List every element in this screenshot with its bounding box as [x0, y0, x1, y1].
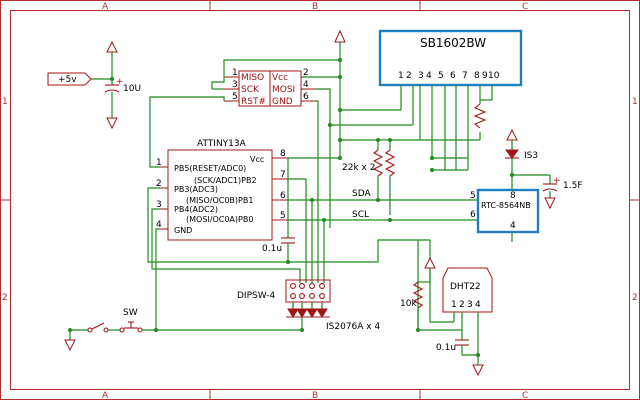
sda-label: SDA: [352, 189, 371, 199]
svg-text:2: 2: [156, 179, 162, 189]
switch-label: SW: [123, 308, 138, 318]
rtc-module: RTC-8564NB 8 5 6 4: [470, 174, 550, 242]
svg-text:MOSI: MOSI: [272, 85, 295, 95]
svg-text:2: 2: [459, 300, 465, 310]
col-label-b: B: [312, 2, 318, 12]
svg-text:7: 7: [462, 71, 468, 81]
row-label-1-right: 1: [632, 97, 638, 107]
svg-text:10: 10: [488, 71, 500, 81]
svg-text:(MISO/OC0B)PB1: (MISO/OC0B)PB1: [186, 196, 253, 205]
row-label-2: 2: [2, 293, 8, 303]
power-label: +5v: [58, 75, 77, 85]
diode-is3-label: IS3: [524, 151, 538, 161]
col-label-c-bottom: C: [522, 391, 528, 400]
power-input: +5v: [47, 72, 114, 86]
pullup-resistors: 22k x 2: [342, 138, 396, 215]
col-label-b-bottom: B: [312, 391, 318, 400]
svg-text:3: 3: [156, 200, 162, 210]
capacitor-10u: + 10U: [104, 40, 141, 130]
svg-text:5: 5: [280, 211, 286, 221]
svg-text:PB4(ADC2): PB4(ADC2): [174, 205, 218, 214]
isp-header: MISO SCK RST# Vcc MOSI GND 1 3 5 2 4 6: [224, 68, 316, 107]
svg-text:1: 1: [398, 71, 404, 81]
svg-text:1: 1: [156, 158, 162, 168]
mcu-attiny13a: ATTINY13A PB5(RESET/ADC0) (SCK/ADC1)PB2 …: [156, 139, 288, 241]
push-switch: SW: [64, 308, 302, 352]
svg-text:(SCK/ADC1)PB2: (SCK/ADC1)PB2: [194, 176, 257, 185]
dht22-sensor: DHT22 1 2 3 4: [417, 240, 493, 360]
svg-text:3: 3: [467, 300, 473, 310]
svg-text:3: 3: [418, 71, 424, 81]
svg-text:5: 5: [470, 191, 476, 201]
dht-name: DHT22: [450, 282, 481, 292]
svg-text:GND: GND: [174, 226, 192, 235]
col-label-c: C: [522, 2, 528, 12]
svg-text:+: +: [553, 176, 561, 186]
svg-text:2: 2: [303, 68, 309, 78]
lcd-module: SB1602BW 1 2 3 4 5 6 7 8 9 10: [378, 29, 523, 87]
svg-text:Vcc: Vcc: [272, 73, 288, 83]
svg-text:8: 8: [474, 71, 480, 81]
dipsw-label: DIPSW-4: [237, 291, 276, 301]
svg-text:PB3(ADC3): PB3(ADC3): [174, 185, 218, 194]
cap-rtc-label: 1.5F: [563, 181, 583, 191]
svg-text:6: 6: [303, 92, 309, 102]
svg-text:RST#: RST#: [241, 97, 266, 107]
svg-text:7: 7: [280, 170, 286, 180]
dht-res-label: 10k: [400, 299, 417, 309]
dht-pullup: 10k: [400, 256, 436, 332]
svg-text:4: 4: [426, 71, 432, 81]
svg-text:6: 6: [450, 71, 456, 81]
svg-text:4: 4: [510, 221, 516, 231]
svg-text:8: 8: [280, 149, 286, 159]
svg-text:1: 1: [451, 300, 457, 310]
svg-text:4: 4: [303, 80, 309, 90]
svg-text:5: 5: [438, 71, 444, 81]
svg-text:2: 2: [406, 71, 412, 81]
svg-text:MISO: MISO: [241, 73, 264, 83]
svg-text:6: 6: [470, 210, 476, 220]
row-label-2-right: 2: [632, 293, 638, 303]
lcd-name: SB1602BW: [420, 36, 486, 50]
mcu-wiring: SDA SCL: [147, 77, 478, 330]
svg-text:6: 6: [280, 191, 286, 201]
cap-dht-label: 0.1u: [436, 343, 456, 353]
svg-text:Vcc: Vcc: [250, 155, 264, 164]
svg-text:1: 1: [232, 68, 238, 78]
svg-text:GND: GND: [272, 97, 293, 107]
svg-text:4: 4: [156, 220, 162, 230]
cap-mcu-label: 0.1u: [262, 244, 282, 254]
pullup-label: 22k x 2: [342, 163, 375, 173]
svg-text:8: 8: [510, 191, 516, 201]
capacitor-dht: 0.1u: [436, 330, 484, 377]
scl-label: SCL: [352, 210, 369, 220]
svg-text:PB5(RESET/ADC0): PB5(RESET/ADC0): [174, 164, 246, 173]
diodes-label: IS2076A x 4: [326, 322, 380, 332]
rtc-backup: IS3 + 1.5F: [505, 128, 583, 210]
svg-text:9: 9: [482, 71, 488, 81]
capacitor-mcu: 0.1u: [262, 158, 295, 264]
lcd-wiring: [400, 85, 493, 172]
col-label-a: A: [102, 2, 109, 12]
diode-array: IS2076A x 4: [286, 302, 380, 332]
cap-10u-label: 10U: [123, 84, 141, 94]
col-label-a-bottom: A: [102, 391, 109, 400]
svg-text:5: 5: [232, 92, 238, 102]
mcu-name: ATTINY13A: [197, 139, 247, 149]
dip-switch: DIPSW-4: [237, 279, 331, 303]
svg-text:4: 4: [475, 300, 481, 310]
row-label-1: 1: [2, 97, 8, 107]
svg-text:3: 3: [232, 80, 238, 90]
svg-text:(MOSI/OC0A)PB0: (MOSI/OC0A)PB0: [186, 215, 253, 224]
rtc-name: RTC-8564NB: [481, 201, 531, 210]
vcc-rails: [223, 29, 480, 283]
svg-text:SCK: SCK: [241, 85, 260, 95]
svg-text:+: +: [116, 77, 124, 87]
